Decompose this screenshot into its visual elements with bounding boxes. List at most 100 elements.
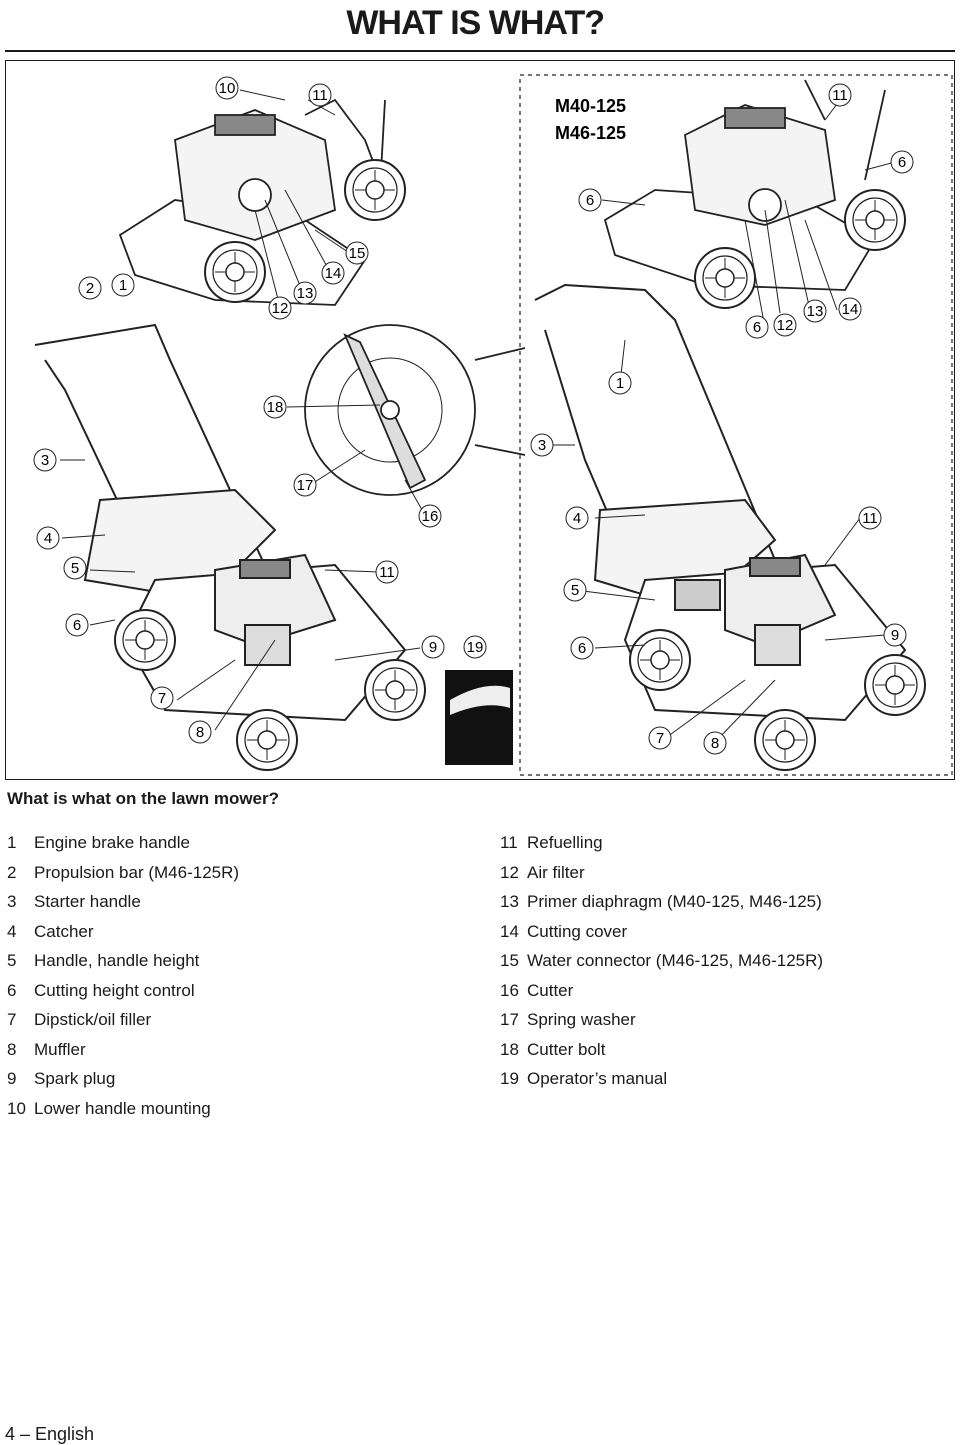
callout-3: 3 bbox=[530, 433, 554, 457]
mower-left bbox=[34, 323, 407, 722]
svg-text:3: 3 bbox=[538, 437, 546, 454]
manual-thumbnail bbox=[445, 670, 513, 765]
svg-text:9: 9 bbox=[891, 627, 899, 644]
svg-text:6: 6 bbox=[753, 319, 761, 336]
callout-5: 5 bbox=[563, 578, 587, 602]
svg-text:1: 1 bbox=[616, 375, 624, 392]
wheel-right-side bbox=[864, 654, 926, 716]
svg-text:12: 12 bbox=[777, 317, 794, 334]
callout-17: 17 bbox=[293, 473, 317, 497]
svg-text:11: 11 bbox=[312, 87, 328, 104]
wheel-topleft-front bbox=[204, 241, 266, 303]
svg-text:17: 17 bbox=[297, 477, 314, 494]
callout-11: 11 bbox=[858, 506, 882, 530]
wheel-left-front bbox=[236, 709, 298, 771]
callout-1: 1 bbox=[608, 371, 632, 395]
svg-text:6: 6 bbox=[586, 192, 594, 209]
figure-frame bbox=[5, 60, 955, 780]
title-rule bbox=[5, 50, 955, 52]
svg-text:13: 13 bbox=[297, 285, 314, 302]
svg-text:3: 3 bbox=[41, 452, 49, 469]
svg-text:6: 6 bbox=[73, 617, 81, 634]
callout-9: 9 bbox=[421, 635, 445, 659]
svg-text:1: 1 bbox=[119, 277, 127, 294]
model-frame bbox=[519, 74, 953, 776]
blade-detail bbox=[304, 324, 526, 496]
callout-5: 5 bbox=[63, 556, 87, 580]
svg-text:7: 7 bbox=[158, 690, 166, 707]
page-footer: 4 – English bbox=[5, 1424, 95, 1444]
callout-8: 8 bbox=[703, 731, 727, 755]
svg-text:11: 11 bbox=[862, 510, 878, 527]
callout-1: 1 bbox=[111, 273, 135, 297]
wheel-topright-rear bbox=[844, 189, 906, 251]
wheel-left-side bbox=[364, 659, 426, 721]
svg-text:12: 12 bbox=[272, 300, 289, 317]
callout-14: 14 bbox=[321, 261, 345, 285]
lawn-mower-diagram: M40-125 M46-125 bbox=[33, 74, 953, 776]
callout-6: 6 bbox=[745, 315, 769, 339]
svg-text:8: 8 bbox=[196, 724, 204, 741]
callout-13: 13 bbox=[803, 299, 827, 323]
svg-text:8: 8 bbox=[711, 735, 719, 752]
callout-19: 19 bbox=[463, 635, 487, 659]
svg-text:10: 10 bbox=[219, 80, 236, 97]
wheel-right-front bbox=[754, 709, 816, 771]
callout-3: 3 bbox=[33, 448, 57, 472]
svg-text:19: 19 bbox=[467, 639, 484, 656]
callout-11: 11 bbox=[828, 83, 852, 107]
callout-4: 4 bbox=[565, 506, 589, 530]
callout-12: 12 bbox=[773, 313, 797, 337]
callout-16: 16 bbox=[418, 504, 442, 528]
svg-text:5: 5 bbox=[71, 560, 79, 577]
engine-closeup-right bbox=[603, 79, 886, 291]
callout-18: 18 bbox=[263, 395, 287, 419]
svg-text:2: 2 bbox=[86, 280, 94, 297]
callout-7: 7 bbox=[150, 686, 174, 710]
wheel-left-rear bbox=[114, 609, 176, 671]
callout-11: 11 bbox=[375, 560, 399, 584]
page-title: WHAT IS WHAT? bbox=[346, 4, 605, 42]
svg-text:6: 6 bbox=[578, 640, 586, 657]
callout-6: 6 bbox=[570, 636, 594, 660]
callout-15: 15 bbox=[345, 241, 369, 265]
callout-6: 6 bbox=[890, 150, 914, 174]
callout-6: 6 bbox=[578, 188, 602, 212]
svg-text:7: 7 bbox=[656, 730, 664, 747]
callout-11: 11 bbox=[308, 83, 332, 107]
callout-4: 4 bbox=[36, 526, 60, 550]
model-name-1: M40-125 bbox=[555, 96, 626, 116]
section-heading: What is what on the lawn mower? bbox=[7, 789, 280, 808]
callout-8: 8 bbox=[188, 720, 212, 744]
svg-text:13: 13 bbox=[807, 303, 824, 320]
wheel-topright-front bbox=[694, 247, 756, 309]
svg-text:14: 14 bbox=[325, 265, 342, 282]
callout-10: 10 bbox=[215, 76, 239, 100]
callout-7: 7 bbox=[648, 726, 672, 750]
svg-text:15: 15 bbox=[349, 245, 366, 262]
callout-2: 2 bbox=[78, 276, 102, 300]
wheel-right-rear bbox=[629, 629, 691, 691]
callout-9: 9 bbox=[883, 623, 907, 647]
svg-text:4: 4 bbox=[44, 530, 52, 547]
svg-text:5: 5 bbox=[571, 582, 579, 599]
callout-6: 6 bbox=[65, 613, 89, 637]
callout-13: 13 bbox=[293, 281, 317, 305]
model-name-2: M46-125 bbox=[555, 123, 626, 143]
svg-text:18: 18 bbox=[267, 399, 284, 416]
